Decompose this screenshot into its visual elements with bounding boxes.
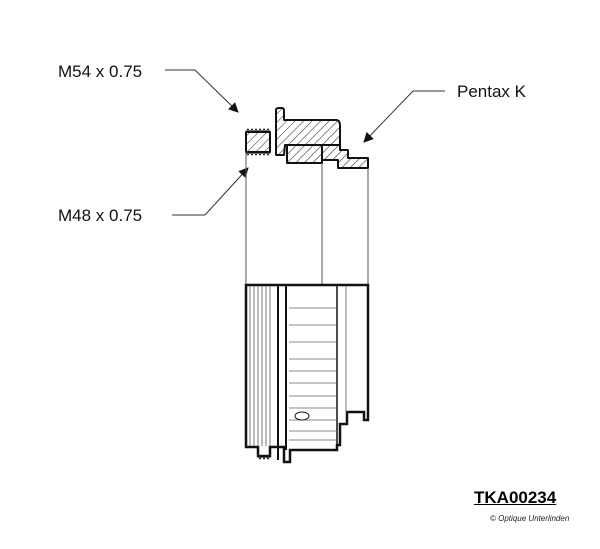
leader-lines xyxy=(165,69,445,216)
bottom-thread-teeth xyxy=(257,455,271,460)
thread-teeth xyxy=(245,128,271,156)
copyright-notice: © Optique Unterlinden xyxy=(490,514,570,523)
elevation-view xyxy=(244,283,370,464)
leader-m48 xyxy=(172,167,249,216)
label-m48-thread: M48 x 0.75 xyxy=(58,206,143,225)
projection-lines xyxy=(245,152,369,285)
flange-section xyxy=(275,107,341,156)
screw-icon xyxy=(294,411,310,421)
mount-step-section xyxy=(321,144,369,169)
label-m54-thread: M54 x 0.75 xyxy=(58,62,143,81)
reference-number: TKA00234 xyxy=(474,488,557,507)
leader-m54 xyxy=(165,69,239,113)
thread-section xyxy=(245,131,271,153)
knurl-lines xyxy=(249,286,271,446)
inner-ridges xyxy=(289,307,336,441)
leader-pentax xyxy=(363,90,445,143)
cross-section xyxy=(245,107,369,169)
outer-outline xyxy=(244,283,370,464)
lower-ring-section xyxy=(286,144,323,164)
label-pentax-k: Pentax K xyxy=(457,82,526,101)
